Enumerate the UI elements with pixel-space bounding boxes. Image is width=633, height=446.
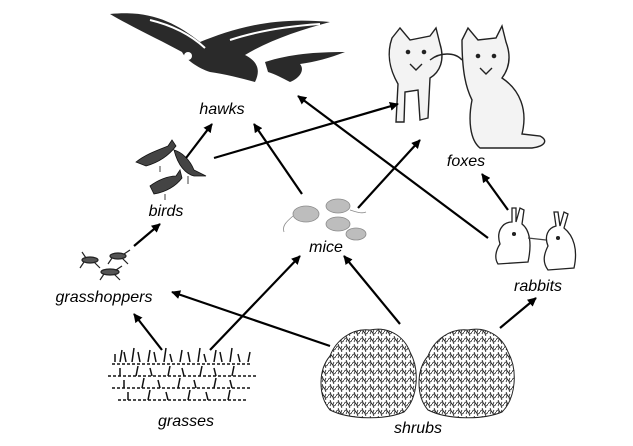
label-grasses: grasses [158,413,214,430]
mouse-icon [283,198,367,241]
arrow-mice-to-hawks [253,123,303,195]
label-rabbits: rabbits [514,278,562,295]
arrow-shrubs-to-grasshoppers [171,290,331,348]
shrub-icon [320,328,515,419]
arrow-rabbits-to-hawks [297,95,489,239]
bird-icon [135,139,207,200]
hawk-icon [110,13,345,82]
grasshopper-icon [79,249,131,281]
arrow-birds-to-hawks [185,123,213,159]
arrow-shrubs-to-mice [343,255,401,325]
food-web-arrows [133,95,537,351]
arrow-mice-to-foxes [357,139,421,209]
label-birds: birds [149,203,184,220]
arrow-shrubs-to-rabbits [499,297,537,329]
arrow-rabbits-to-foxes [481,173,509,211]
label-hawks: hawks [199,101,244,118]
fox-icon [388,23,546,149]
arrow-grasses-to-grasshoppers [133,313,163,351]
grass-icon [108,347,256,401]
rabbit-icon [495,207,577,271]
arrow-birds-to-foxes [213,101,399,160]
label-mice: mice [309,239,343,256]
label-shrubs: shrubs [394,420,442,437]
arrow-grasses-to-mice [209,255,301,351]
label-foxes: foxes [447,153,485,170]
label-grasshoppers: grasshoppers [56,289,153,306]
arrow-grasshoppers-to-birds [133,223,161,247]
